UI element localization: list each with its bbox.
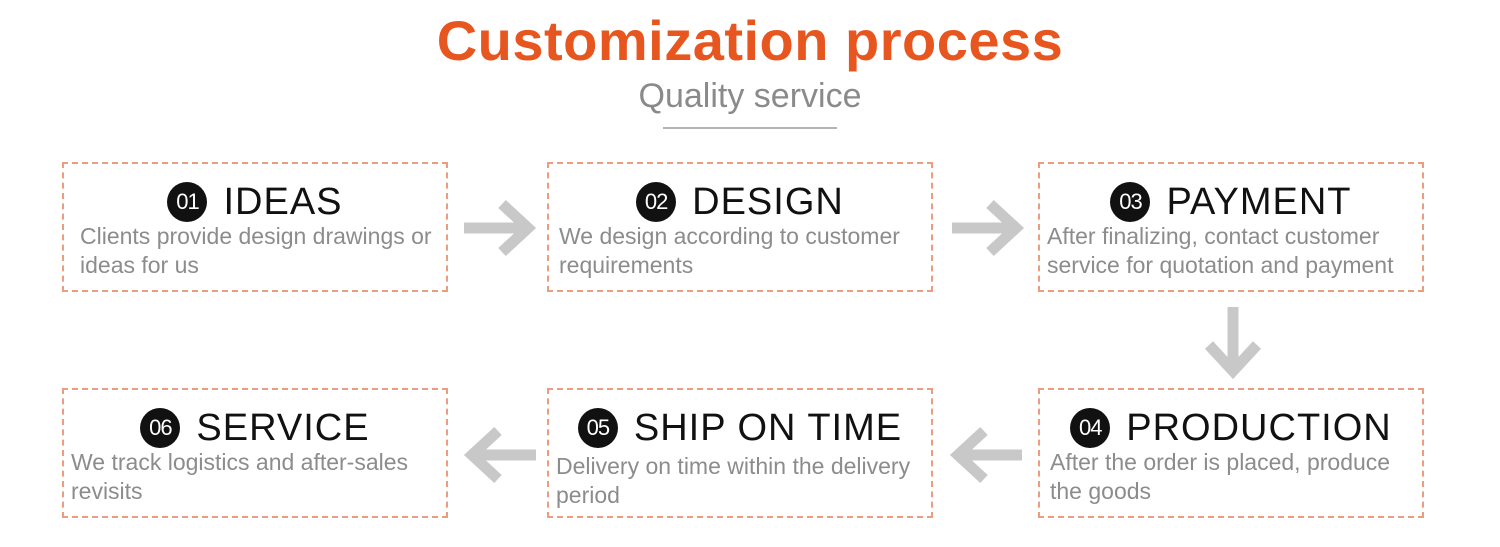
arrow-right-icon xyxy=(952,199,1025,257)
step-card-payment: 03 PAYMENT After finalizing, contact cus… xyxy=(1038,162,1424,292)
page-subtitle: Quality service xyxy=(638,77,862,115)
step-card-production: 04 PRODUCTION After the order is placed,… xyxy=(1038,388,1424,518)
arrow-right-icon xyxy=(464,199,537,257)
step-description: After finalizing, contact customer servi… xyxy=(1047,223,1394,278)
step-number-badge: 06 xyxy=(140,408,181,448)
step-title: DESIGN xyxy=(692,180,844,223)
step-card-service: 06 SERVICE We track logistics and after-… xyxy=(62,388,448,518)
arrow-left-icon xyxy=(949,426,1022,484)
step-card-design: 02 DESIGN We design according to custome… xyxy=(547,162,933,292)
step-title: IDEAS xyxy=(223,180,343,223)
arrow-down-icon xyxy=(1204,307,1262,380)
step-description: Clients provide design drawings or ideas… xyxy=(80,223,432,278)
step-number-badge: 03 xyxy=(1110,182,1151,222)
step-card-ideas: 01 IDEAS Clients provide design drawings… xyxy=(62,162,448,292)
arrow-left-icon xyxy=(463,426,536,484)
step-number-badge: 05 xyxy=(577,408,618,448)
subtitle-underline xyxy=(663,127,837,129)
step-number-badge: 01 xyxy=(167,182,208,222)
step-title: SHIP ON TIME xyxy=(633,406,903,449)
step-title: PAYMENT xyxy=(1166,180,1352,223)
step-title: PRODUCTION xyxy=(1126,406,1392,449)
page-title: Customization process xyxy=(436,9,1064,72)
step-number-badge: 02 xyxy=(636,182,677,222)
step-description: We track logistics and after-sales revis… xyxy=(71,449,409,504)
step-description: After the order is placed, produce the g… xyxy=(1050,449,1391,504)
step-description: We design according to customer requirem… xyxy=(559,223,900,278)
step-number-badge: 04 xyxy=(1070,408,1111,448)
step-description: Delivery on time within the delivery per… xyxy=(556,453,911,508)
step-card-ship-on-time: 05 SHIP ON TIME Delivery on time within … xyxy=(547,388,933,518)
step-title: SERVICE xyxy=(196,406,370,449)
